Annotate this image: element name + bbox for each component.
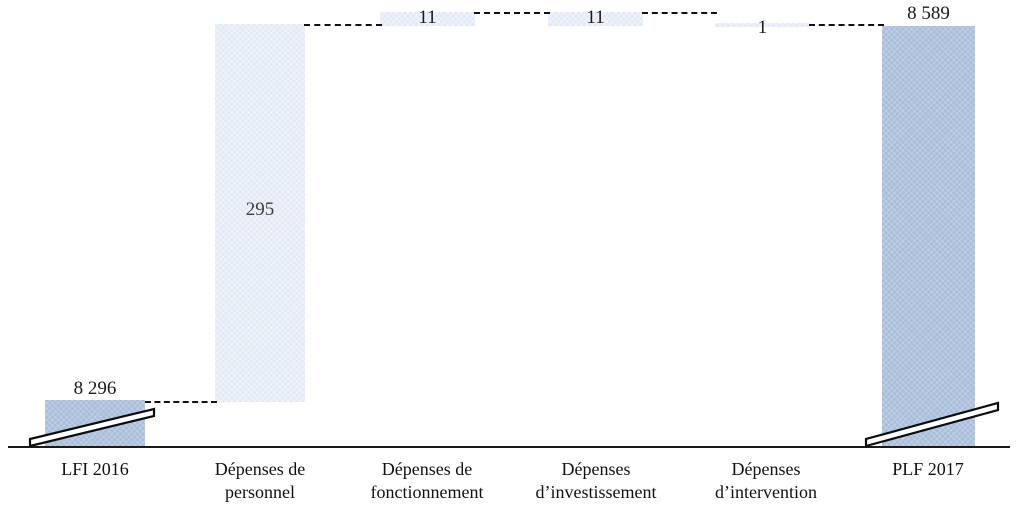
connector-personnel-to-fonctionnement [304,24,382,26]
value-label-depenses-personnel: 295 [245,199,275,220]
bar-depenses-investissement[interactable] [548,12,643,26]
x-axis-category-labels: LFI 2016 Dépenses de personnel Dépenses … [0,452,1018,519]
bar-depenses-fonctionnement[interactable] [380,12,475,26]
bar-lfi-2016[interactable] [45,400,145,447]
cat-label-line: personnel [225,482,295,503]
connector-fonctionnement-to-investissement [474,12,550,14]
axis-baseline [8,446,1010,448]
cat-label-depenses-personnel: Dépenses de personnel [185,458,335,504]
cat-label-line: LFI 2016 [61,459,129,479]
cat-label-lfi-2016: LFI 2016 [25,458,165,481]
connector-lfi-to-personnel [145,401,217,403]
cat-label-line: Dépenses [731,459,801,479]
cat-label-line: PLF 2017 [892,459,964,479]
connector-investissement-to-intervention [642,12,717,14]
bar-depenses-intervention[interactable] [715,23,810,27]
value-label-depenses-investissement: 11 [586,7,605,28]
value-label-plf-2017: 8 589 [907,3,950,24]
cat-label-line: Dépenses [561,459,631,479]
cat-label-line: Dépenses de [214,459,306,479]
cat-label-depenses-intervention: Dépenses d’intervention [690,458,842,504]
cat-label-line: fonctionnement [370,482,484,503]
value-label-depenses-intervention: 1 [757,17,768,38]
bar-plf-2017[interactable] [882,26,975,447]
bar-depenses-personnel[interactable] [215,24,305,402]
value-label-depenses-fonctionnement: 11 [418,7,437,28]
cat-label-line: Dépenses de [381,459,473,479]
cat-label-plf-2017: PLF 2017 [858,458,998,481]
value-label-lfi-2016: 8 296 [73,378,117,399]
cat-label-depenses-investissement: Dépenses d’investissement [520,458,672,504]
cat-label-depenses-fonctionnement: Dépenses de fonctionnement [352,458,502,504]
plot-area: 8 296 295 11 11 1 8 589 [8,3,1010,448]
cat-label-line: d’investissement [535,482,657,503]
cat-label-line: d’intervention [715,482,817,503]
connector-intervention-to-plf [809,24,884,26]
